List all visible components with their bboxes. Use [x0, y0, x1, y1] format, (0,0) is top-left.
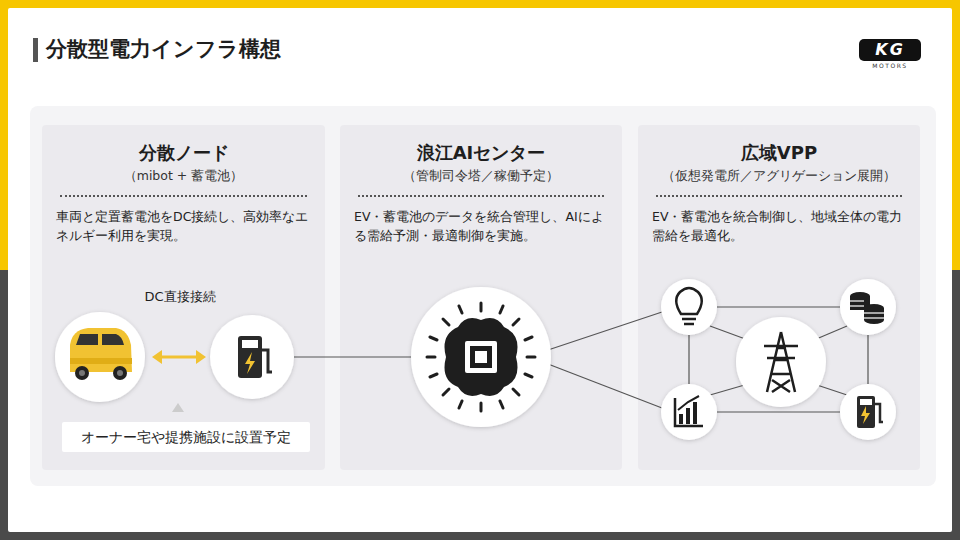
panel-grounds: [42, 125, 920, 470]
panel-body: EV・蓄電池を統合制御し、地域全体の電力需給を最適化。: [652, 207, 906, 245]
panel-body: EV・蓄電池のデータを統合管理し、AIによる需給予測・最適制御を実施。: [354, 207, 608, 245]
note-text: オーナー宅や提携施設に設置予定: [81, 428, 291, 447]
slide-title: 分散型電力インフラ構想: [46, 35, 281, 63]
logo-subtext: MOTORS: [859, 62, 921, 69]
panel-heading: 分散ノード: [56, 141, 311, 165]
panel-subtitle: （仮想発電所／アグリゲーション展開）: [652, 167, 906, 185]
logo-mark: KG: [859, 39, 921, 61]
panel-heading: 広域VPP: [652, 141, 906, 165]
note-box: オーナー宅や提携施設に設置予定: [62, 422, 310, 452]
dotted-rule: [60, 195, 307, 197]
panel-subtitle: （mibot + 蓄電池）: [56, 167, 311, 185]
column-panel: 広域VPP （仮想発電所／アグリゲーション展開） EV・蓄電池を統合制御し、地域全体…: [638, 125, 920, 470]
dotted-rule: [358, 195, 604, 197]
panel-subtitle: （管制司令塔／稼働予定）: [354, 167, 608, 185]
connection-label: DC直接接続: [130, 288, 230, 306]
panel-body: 車両と定置蓄電池をDC接続し、高効率なエネルギー利用を実現。: [56, 207, 311, 245]
panel-heading: 浪江AIセンター: [354, 141, 608, 165]
column-panel: 浪江AIセンター （管制司令塔／稼働予定） EV・蓄電池のデータを統合管理し、AIに…: [340, 125, 622, 470]
dotted-rule: [656, 195, 902, 197]
